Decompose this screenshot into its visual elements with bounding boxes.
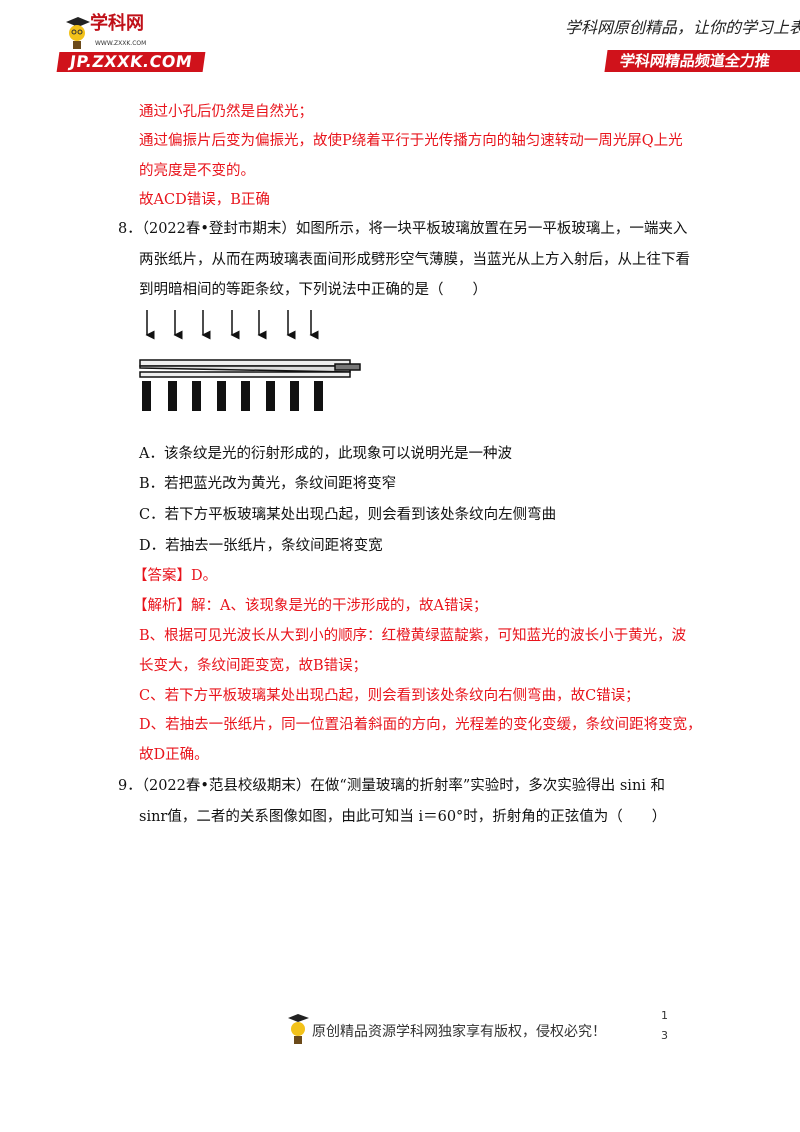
footer-copyright: 原创精品资源学科网独家享有版权，侵权必究！ — [312, 1024, 606, 1040]
analysis-line: D、若抽去一张纸片，同一位置沿着斜面的方向，光程差的变化变缓，条纹间距将变宽， — [139, 717, 702, 733]
footer-mascot-icon — [288, 1014, 309, 1044]
prev-answer-line: 通过小孔后仍然是自然光； — [139, 104, 313, 120]
question-9-stem: sinr值，二者的关系图像如图，由此可知当 i＝60°时，折射角的正弦值为（ ） — [139, 809, 667, 825]
analysis-line: 长变大，条纹间距变宽，故B错误； — [139, 658, 368, 674]
analysis-line: 故D正确。 — [139, 747, 209, 763]
wedge-interference-figure — [139, 310, 361, 411]
question-8-stem: 到明暗相间的等距条纹，下列说法中正确的是（ ） — [139, 282, 487, 298]
prev-answer-line: 通过偏振片后变为偏振光，故使P绕着平行于光传播方向的轴匀速转动一周光屏Q上光 — [139, 133, 683, 149]
analysis-line: C、若下方平板玻璃某处出现凸起，则会看到该处条纹向右侧弯曲，故C错误； — [139, 688, 640, 704]
option-c: C．若下方平板玻璃某处出现凸起，则会看到该处条纹向左侧弯曲 — [139, 507, 557, 523]
prev-answer-line: 故ACD错误，B正确 — [139, 192, 270, 208]
question-8-stem: 8．（2022春•登封市期末）如图所示，将一块平板玻璃放置在另一平板玻璃上，一端… — [118, 221, 688, 237]
prev-answer-line: 的亮度是不变的。 — [139, 163, 255, 179]
answer-label: 【答案】D。 — [133, 568, 218, 584]
analysis-line: 【解析】解：A、该现象是光的干涉形成的，故A错误； — [133, 598, 488, 614]
option-d: D．若抽去一张纸片，条纹间距将变宽 — [139, 538, 383, 554]
interference-fringes — [142, 381, 323, 411]
glass-plates — [139, 359, 361, 378]
page-number-line-1: 1 — [661, 1009, 668, 1022]
analysis-line: B、根据可见光波长从大到小的顺序：红橙黄绿蓝靛紫，可知蓝光的波长小于黄光，波 — [139, 628, 687, 644]
question-8-stem: 两张纸片，从而在两玻璃表面间形成劈形空气薄膜，当蓝光从上方入射后，从上往下看 — [139, 252, 690, 268]
logo-url: WWW.ZXXK.COM — [95, 40, 147, 47]
question-9-stem: 9．（2022春•范县校级期末）在做“测量玻璃的折射率”实验时，多次实验得出 s… — [118, 778, 666, 794]
logo-badge: JP.ZXXK.COM — [56, 52, 206, 72]
header-slogan: 学科网原创精品，让你的学习上表 — [565, 18, 800, 37]
logo-text: 学科网 — [90, 13, 144, 34]
header-channel-banner: 学科网精品频道全力推 — [604, 50, 800, 72]
light-arrows — [145, 310, 319, 340]
option-a: A．该条纹是光的衍射形成的，此现象可以说明光是一种波 — [139, 446, 512, 462]
mascot-logo-icon — [66, 17, 90, 49]
option-b: B．若把蓝光改为黄光，条纹间距将变窄 — [139, 476, 397, 492]
page-number-line-2: 3 — [661, 1029, 668, 1042]
